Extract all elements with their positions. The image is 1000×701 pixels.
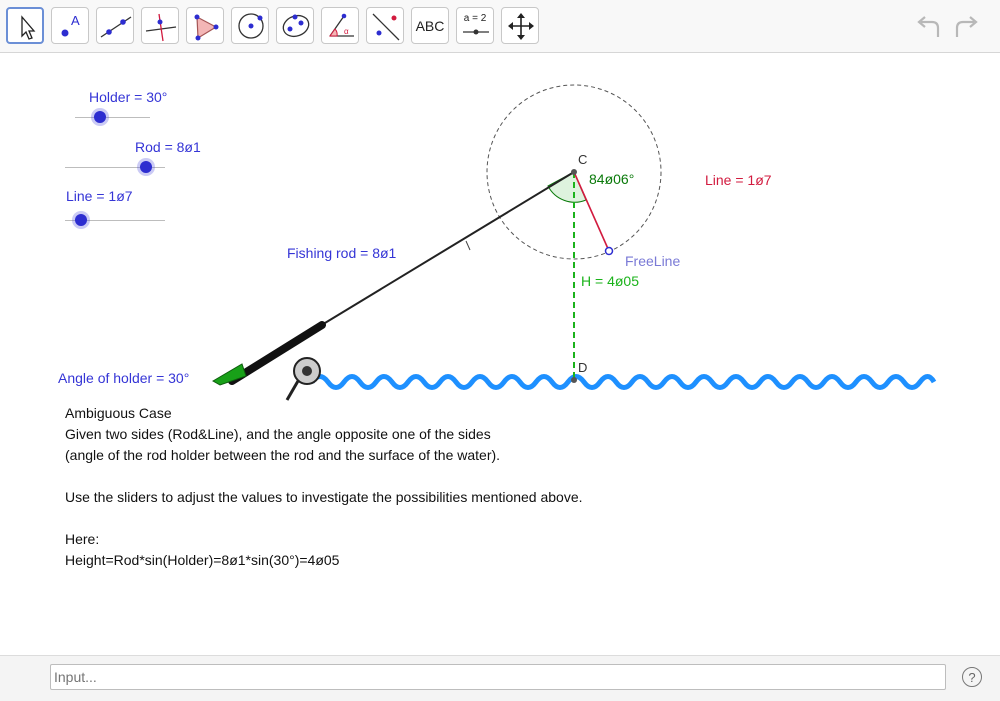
line-length-circle <box>486 84 662 260</box>
perpendicular-tool[interactable] <box>141 7 179 44</box>
point-icon: A <box>61 13 80 37</box>
move-view-tool[interactable] <box>501 7 539 44</box>
reel-handle <box>285 380 300 401</box>
cursor-arrow-icon <box>21 15 36 40</box>
description-title: Ambiguous Case <box>65 405 172 421</box>
rod-handle <box>228 321 326 385</box>
redo-icon <box>955 16 978 37</box>
move-tool[interactable] <box>6 7 44 44</box>
move-graphics-view-icon <box>508 13 534 40</box>
water-wave <box>309 374 937 390</box>
description-line: Here: <box>65 531 100 547</box>
reel-hub <box>302 366 312 376</box>
slider-icon <box>463 29 489 35</box>
reflect-line-icon <box>372 13 400 41</box>
angle-holder-label: Angle of holder = 30° <box>58 370 190 386</box>
undo-icon <box>917 16 940 37</box>
circle-center-point-icon <box>238 13 264 39</box>
redo-button[interactable] <box>951 13 981 41</box>
toolbar: A α ABC a = 2 <box>0 0 1000 53</box>
rod-slider-knob[interactable] <box>140 161 152 173</box>
holder-slider-knob[interactable] <box>94 111 106 123</box>
circle-tool[interactable] <box>231 7 269 44</box>
angle-icon: α <box>329 13 354 37</box>
polygon-icon <box>194 14 219 41</box>
fishing-rod-label: Fishing rod = 8ø1 <box>287 245 397 261</box>
description-line: Given two sides (Rod&Line), and the angl… <box>65 426 491 442</box>
height-label: H = 4ø05 <box>581 273 639 289</box>
construction-drawing <box>212 84 937 401</box>
svg-text:α: α <box>344 27 349 36</box>
line-value-label: Line = 1ø7 <box>705 172 772 188</box>
input-bar: ? <box>0 655 1000 701</box>
help-icon[interactable]: ? <box>962 667 982 687</box>
line-through-points-icon <box>100 16 132 38</box>
line-slider-knob[interactable] <box>75 214 87 226</box>
polygon-tool[interactable] <box>186 7 224 44</box>
graphics-view[interactable]: Holder = 30° Rod = 8ø1 Line = 1ø7 C D 84… <box>0 53 1000 655</box>
text-tool-label: ABC <box>415 17 445 34</box>
reflect-tool[interactable] <box>366 7 404 44</box>
free-line-segment <box>573 171 610 252</box>
algebra-input[interactable] <box>50 664 946 690</box>
rod-guide <box>465 240 471 251</box>
ellipse-icon <box>282 14 310 38</box>
conic-tool[interactable] <box>276 7 314 44</box>
rod-tip <box>319 171 575 327</box>
rod-slider-track[interactable] <box>65 167 165 168</box>
rod-grip <box>212 363 247 386</box>
help-glyph: ? <box>968 669 976 685</box>
point-d[interactable] <box>571 377 577 383</box>
description-line: Use the sliders to adjust the values to … <box>65 489 583 505</box>
line-tool[interactable] <box>96 7 134 44</box>
description-line: (angle of the rod holder between the rod… <box>65 447 501 463</box>
point-freeline[interactable] <box>604 246 614 256</box>
point-d-label: D <box>578 360 588 375</box>
slider-tool-label: a = 2 <box>463 13 487 24</box>
line-slider-label: Line = 1ø7 <box>66 188 133 204</box>
point-c[interactable] <box>571 169 577 175</box>
description-formula: Height=Rod*sin(Holder)=8ø1*sin(30°)=4ø05 <box>65 552 340 568</box>
svg-text:A: A <box>71 13 80 28</box>
line-slider-track[interactable] <box>65 220 165 221</box>
slider-tool[interactable]: a = 2 <box>456 7 494 44</box>
holder-slider-label: Holder = 30° <box>89 89 168 105</box>
undo-button[interactable] <box>914 13 944 41</box>
freeline-label: FreeLine <box>625 253 681 269</box>
point-c-label: C <box>578 152 588 167</box>
holder-slider-track[interactable] <box>75 117 150 118</box>
point-tool[interactable]: A <box>51 7 89 44</box>
text-tool[interactable]: ABC <box>411 7 449 44</box>
angle-c-label: 84ø06° <box>589 171 635 187</box>
rod-slider-label: Rod = 8ø1 <box>135 139 201 155</box>
perpendicular-line-icon <box>145 13 177 42</box>
angle-tool[interactable]: α <box>321 7 359 44</box>
